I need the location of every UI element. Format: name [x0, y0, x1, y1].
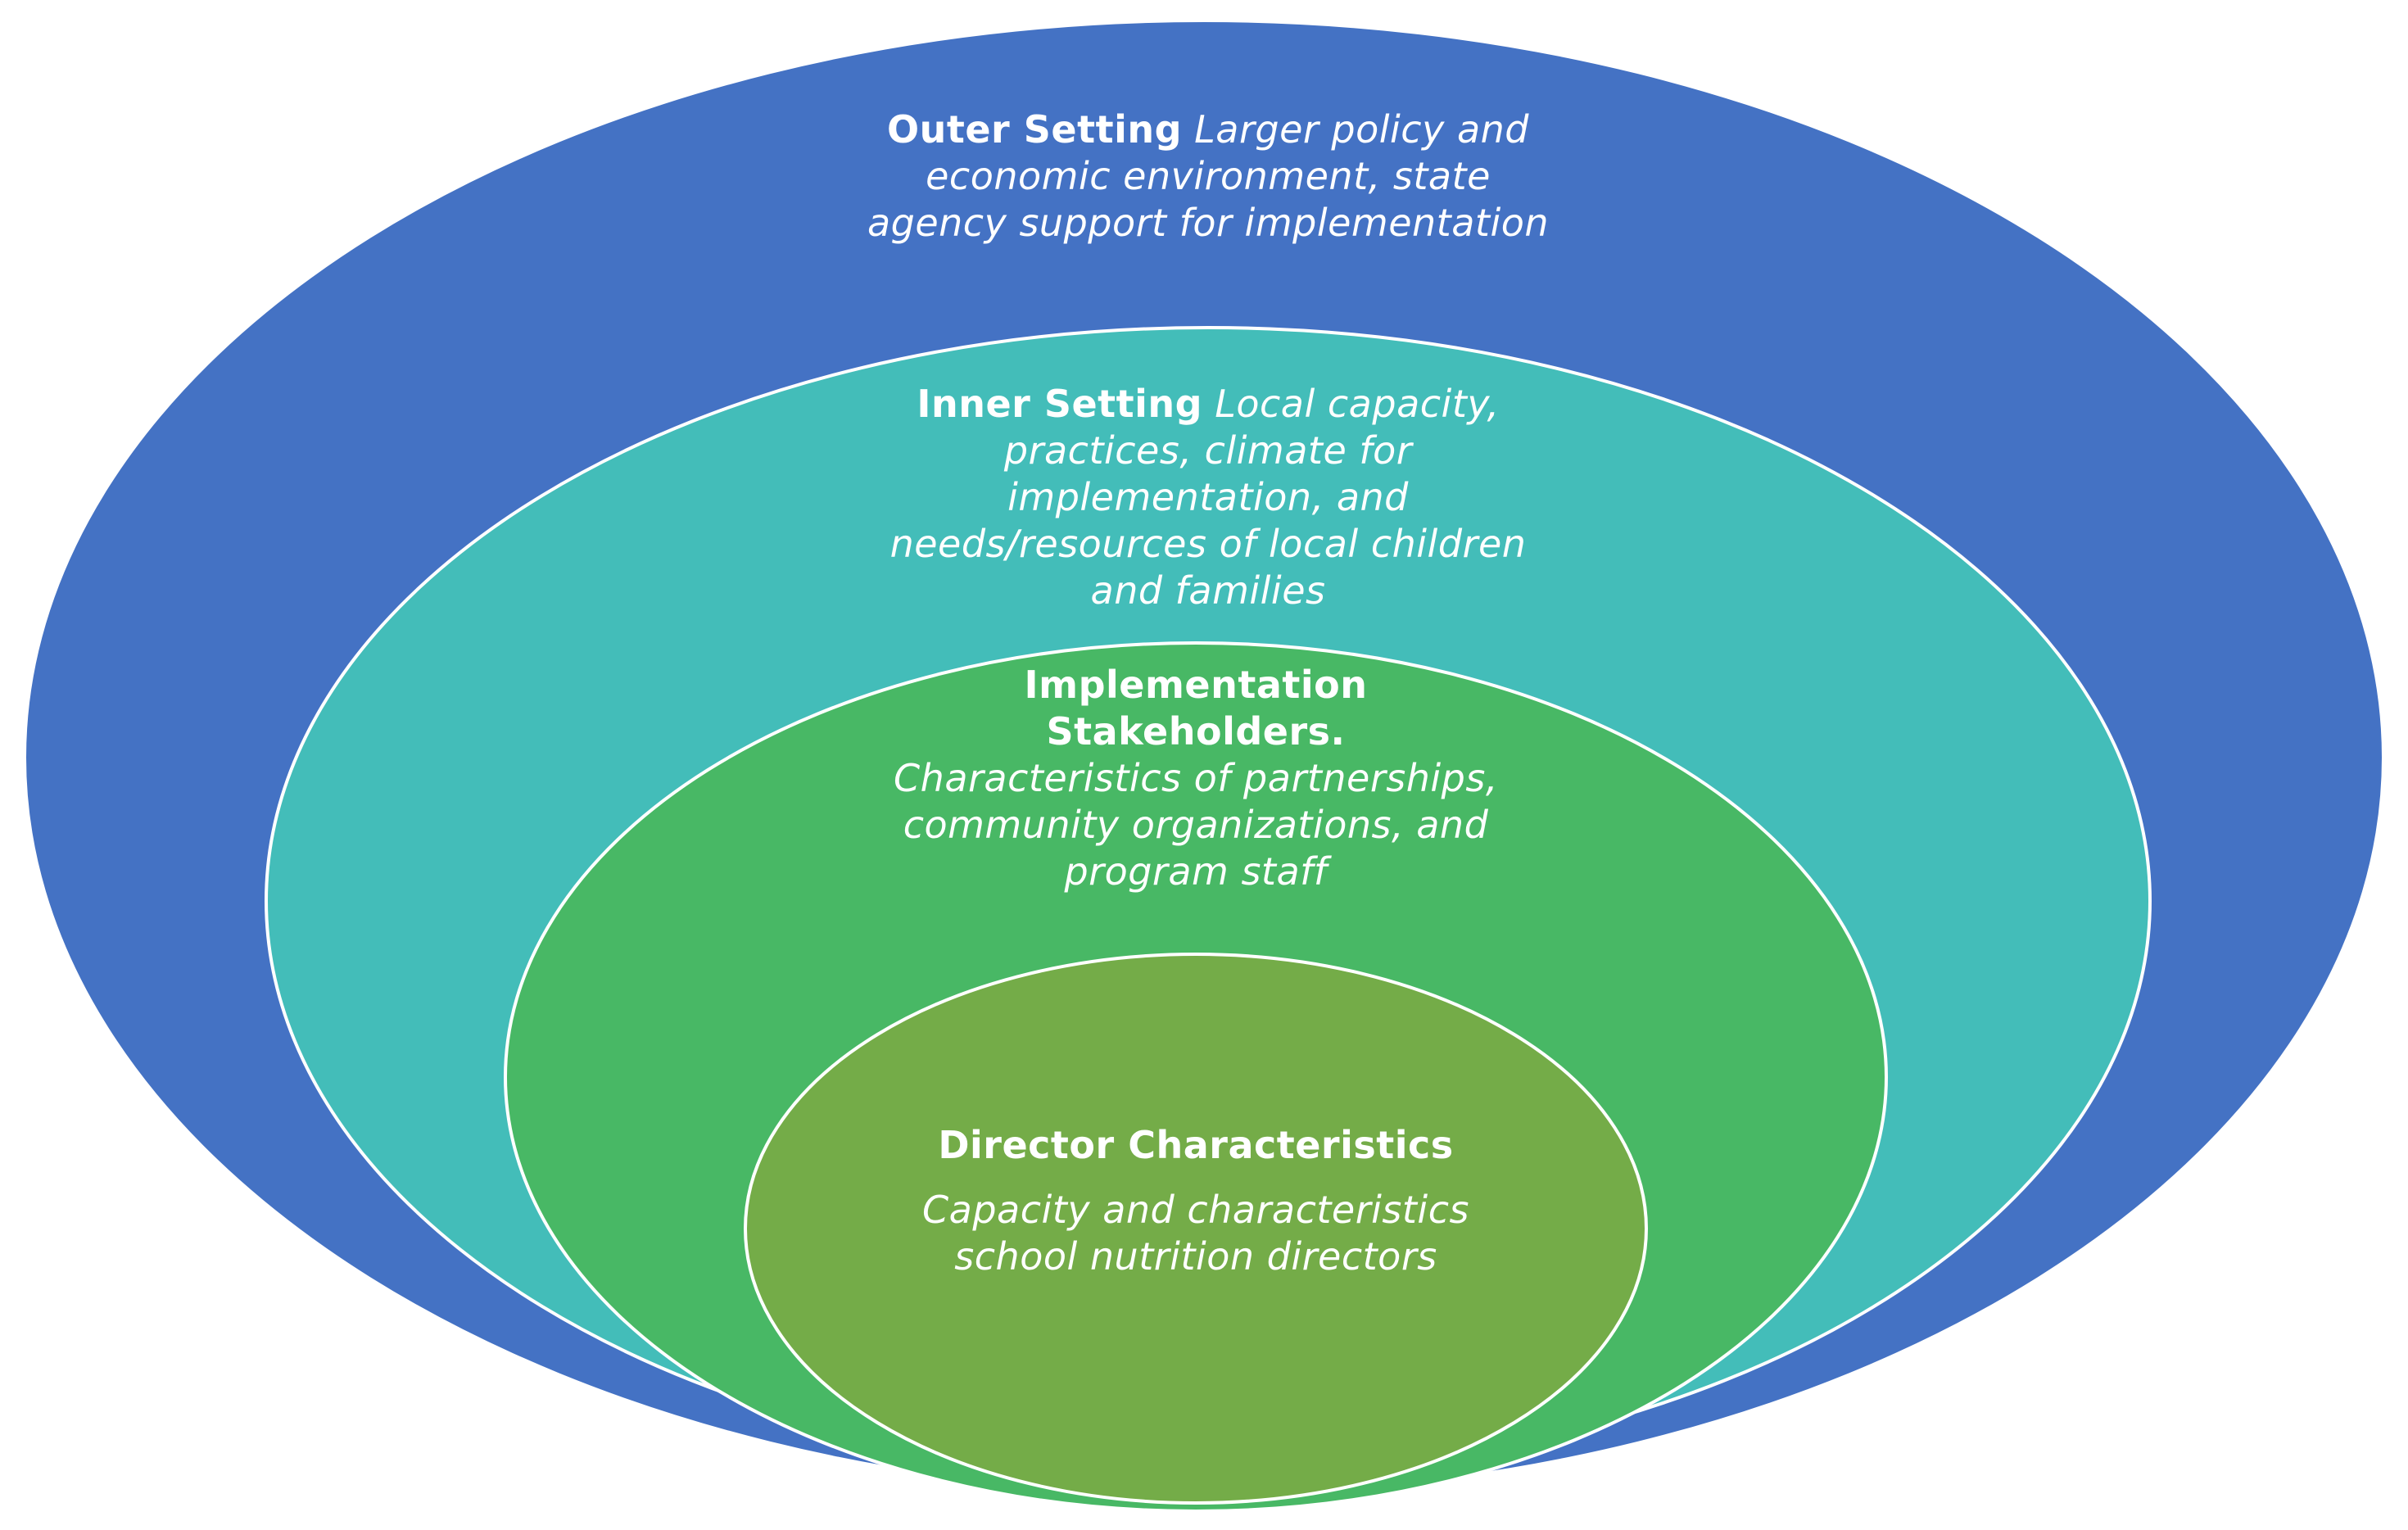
- implementation-stakeholders-label: Implementation Stakeholders. Characteris…: [889, 662, 1503, 895]
- outer-setting-label: Outer Setting Larger policy and economic…: [856, 106, 1560, 247]
- implementation-stakeholders-title: Implementation Stakeholders.: [1024, 663, 1368, 754]
- implementation-stakeholders-description: Characteristics of partnerships, communi…: [894, 756, 1498, 894]
- inner-setting-label: Inner Setting Local capacity, practices,…: [889, 381, 1528, 614]
- director-characteristics-ellipse: [744, 953, 1648, 1505]
- outer-setting-title: Outer Setting: [887, 107, 1183, 152]
- director-characteristics-title: Director Characteristics: [938, 1123, 1454, 1167]
- outer-setting-description: Larger policy and economic environment, …: [867, 107, 1550, 245]
- inner-setting-description: Local capacity, practices, climate for i…: [889, 382, 1527, 613]
- inner-setting-title: Inner Setting: [917, 382, 1203, 426]
- director-characteristics-label: Director Characteristics Capacity and ch…: [901, 1122, 1491, 1280]
- director-characteristics-description: Capacity and characteristics school nutr…: [922, 1188, 1469, 1279]
